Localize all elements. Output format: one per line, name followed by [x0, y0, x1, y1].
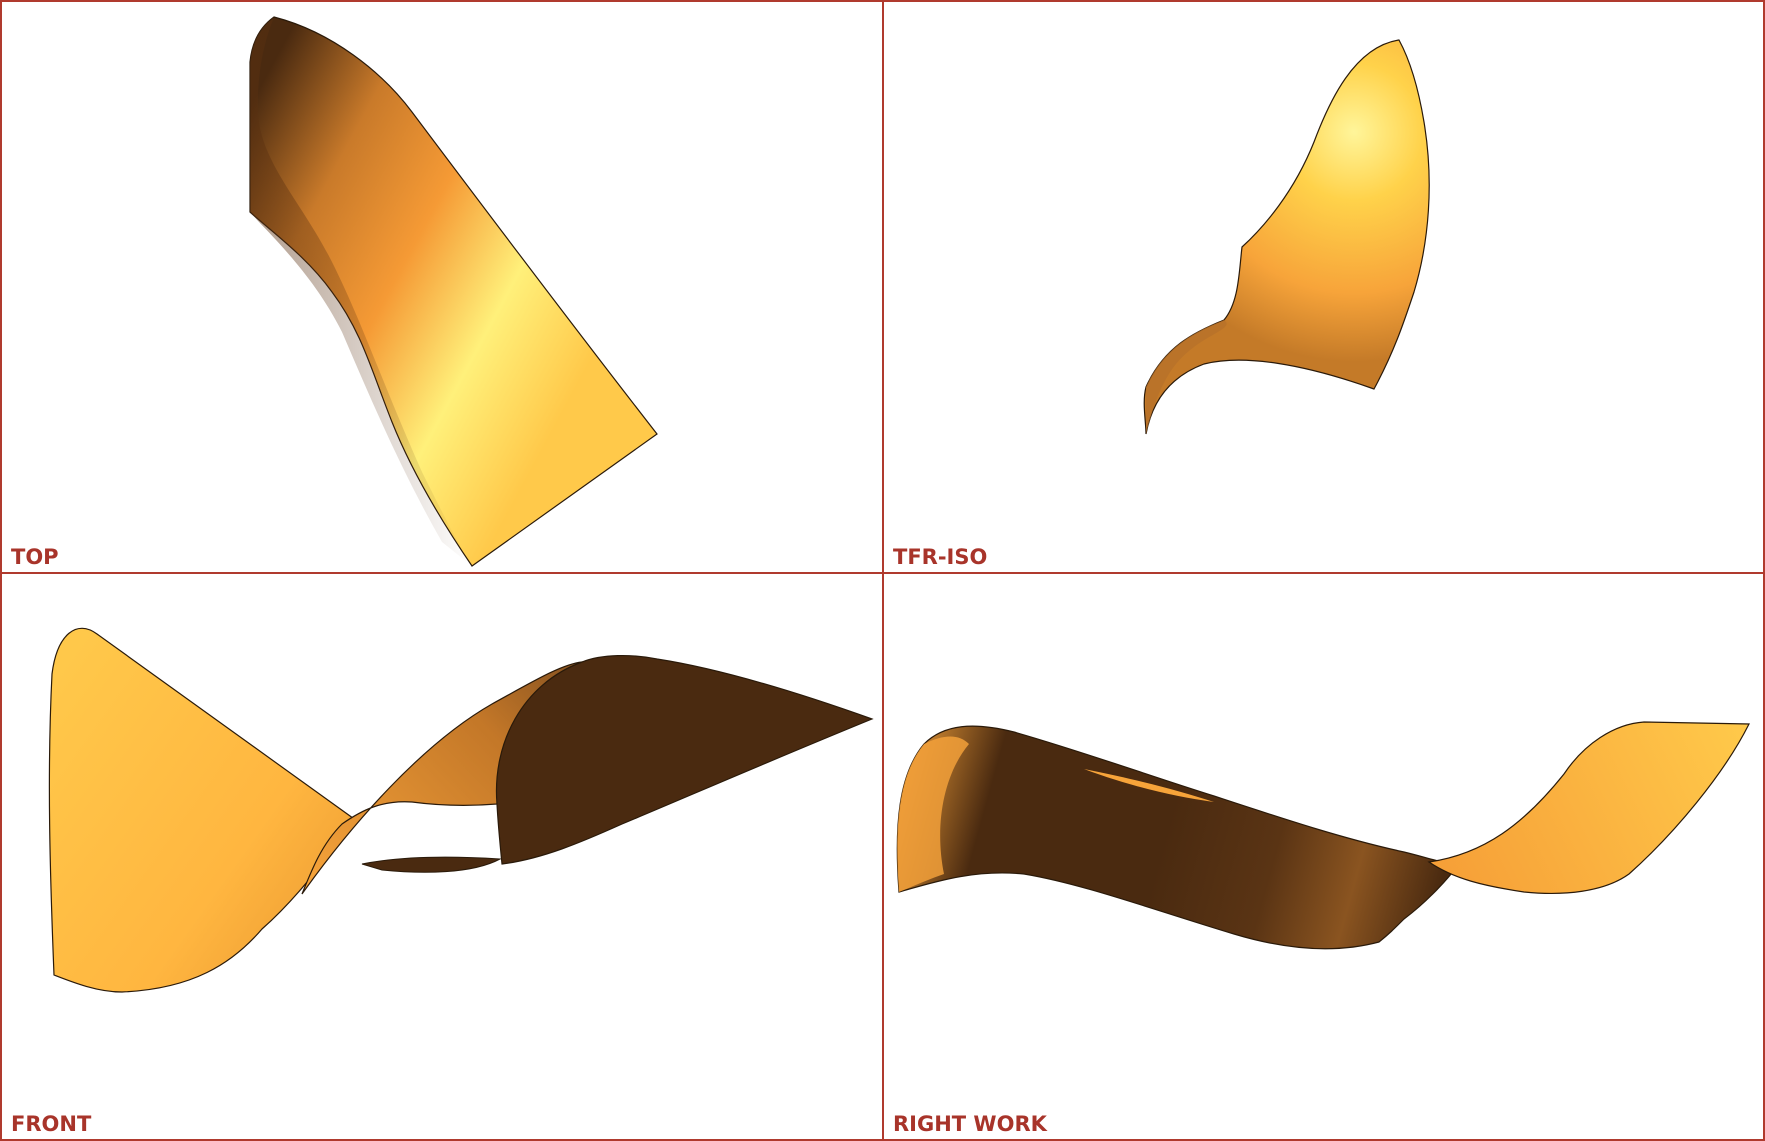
- viewport-front[interactable]: FRONT: [0, 572, 884, 1141]
- front-view-surface: [48, 627, 874, 993]
- surface-patch: [249, 16, 658, 567]
- view-label-top: TOP: [11, 545, 59, 569]
- viewport-right-work[interactable]: RIGHT WORK: [882, 572, 1765, 1141]
- viewport-top[interactable]: TOP: [0, 0, 884, 574]
- view-label-front: FRONT: [11, 1112, 92, 1136]
- surface-patch-tip: [1427, 721, 1750, 894]
- surface-patch-left: [48, 627, 358, 993]
- surface-patch: [1143, 39, 1430, 435]
- view-label-tfr-iso: TFR-ISO: [893, 545, 988, 569]
- viewport-tfr-iso[interactable]: TFR-ISO: [882, 0, 1765, 574]
- surface-patch-main: [896, 725, 1461, 950]
- iso-view-surface: [1143, 39, 1430, 435]
- view-label-right-work: RIGHT WORK: [893, 1112, 1047, 1136]
- surface-patch-back: [495, 654, 874, 865]
- top-view-surface: [249, 16, 658, 567]
- right-work-view-surface: [896, 721, 1750, 950]
